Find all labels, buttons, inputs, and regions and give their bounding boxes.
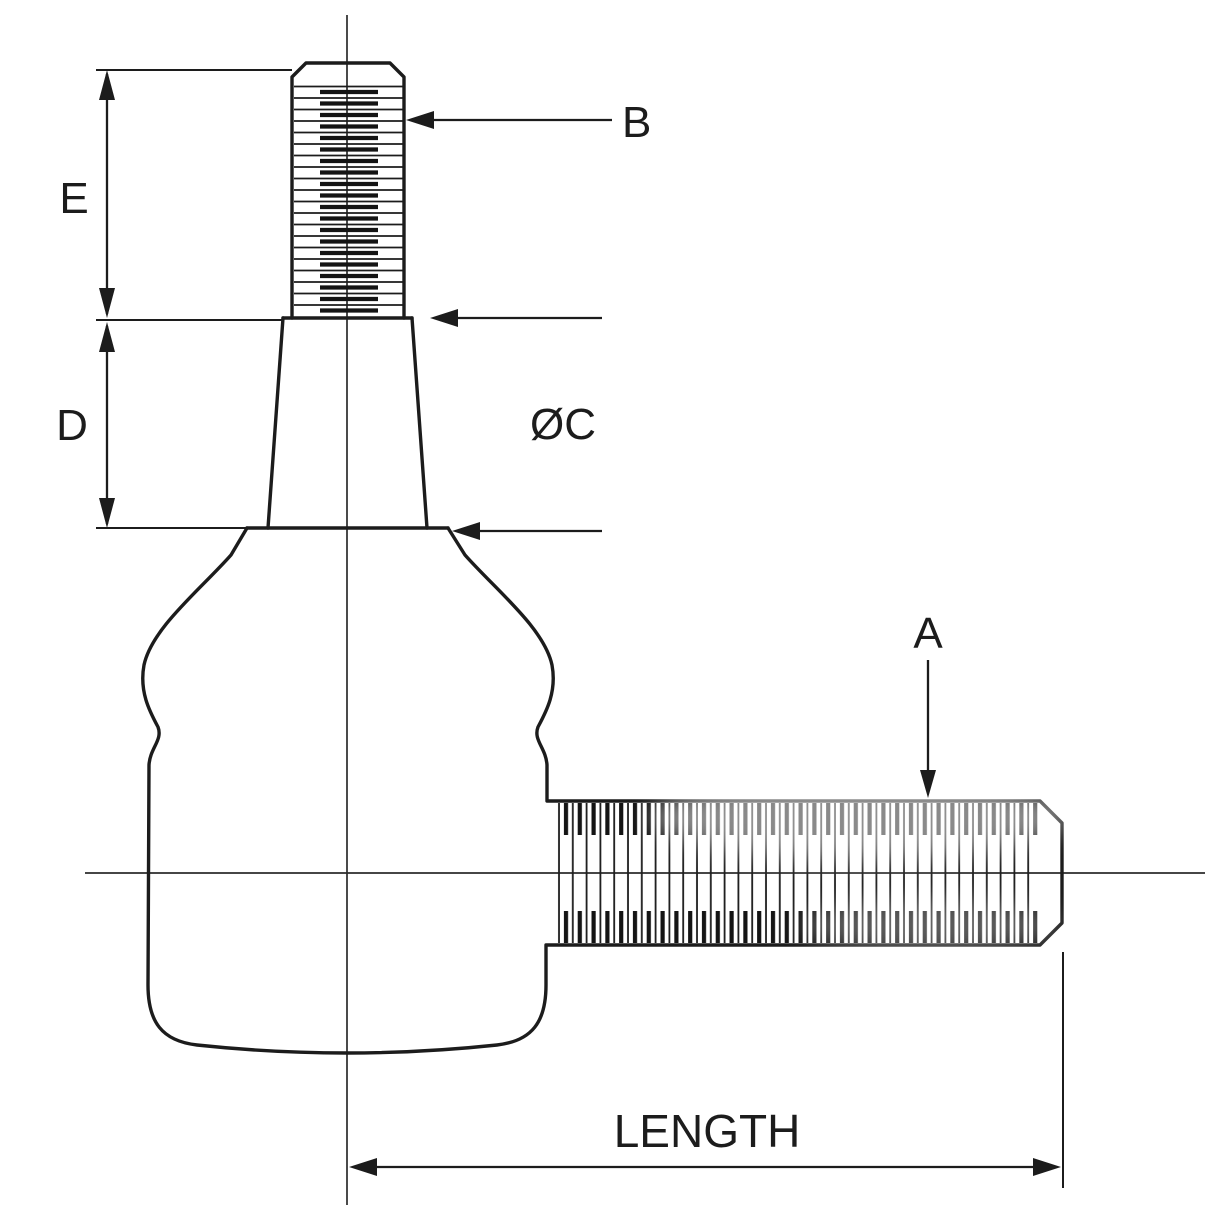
callout-c: ØC [430, 309, 602, 540]
e-arrow-up [99, 70, 115, 100]
label-c: ØC [530, 400, 596, 449]
a-arrow-down [920, 770, 936, 798]
dimension-length: LENGTH [349, 952, 1064, 1188]
centerlines [85, 15, 1205, 1205]
label-d: D [56, 401, 88, 450]
e-arrow-down [99, 288, 115, 318]
label-b: B [622, 98, 651, 147]
length-arrow-left [349, 1158, 377, 1176]
stud-threads [294, 84, 404, 314]
label-e: E [59, 174, 88, 223]
b-arrow-left [406, 111, 434, 129]
length-arrow-right [1033, 1158, 1061, 1176]
dimension-e: E [59, 69, 292, 318]
taper-left [266, 316, 285, 530]
label-length: LENGTH [614, 1105, 801, 1157]
d-arrow-up [99, 322, 115, 352]
dimension-d: D [56, 319, 283, 529]
label-a: A [913, 609, 943, 658]
c-arrow-upper [430, 309, 458, 327]
part-outline [141, 61, 1064, 1055]
d-arrow-down [99, 498, 115, 528]
stud-outline [290, 61, 406, 320]
callout-b: B [406, 98, 651, 147]
c-arrow-lower [452, 522, 480, 540]
callout-a: A [913, 609, 943, 798]
print-fade-artifact [650, 776, 1070, 953]
taper-right [410, 316, 429, 530]
housing-and-shaft-outline [141, 526, 1064, 1055]
